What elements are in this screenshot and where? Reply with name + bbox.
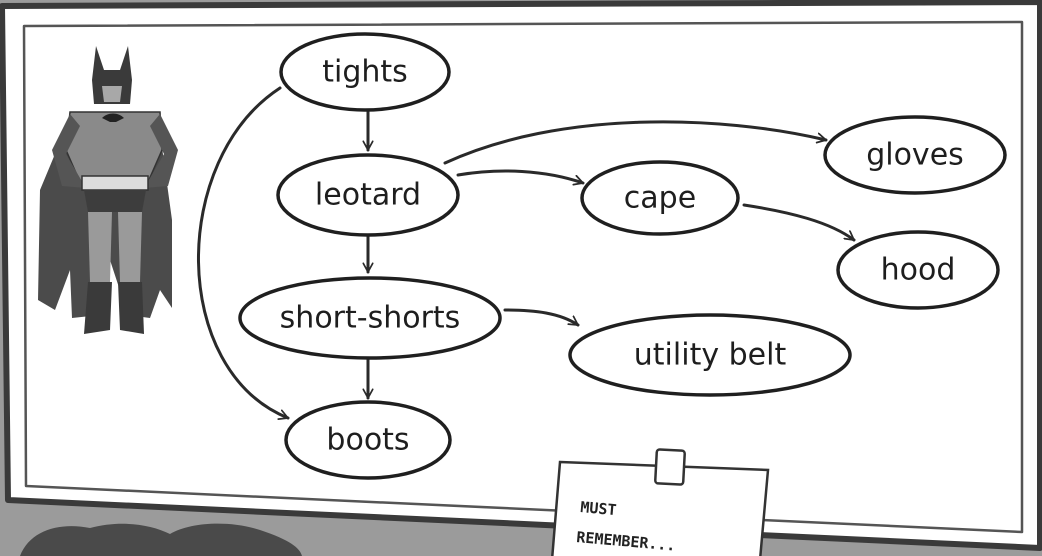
edge-leotard-to-gloves: [443, 120, 828, 165]
edge-cape-to-hood: [742, 203, 856, 242]
node-boots: boots: [284, 400, 452, 480]
node-boots-label: boots: [326, 423, 409, 458]
node-utility-belt-ellipse: [568, 313, 852, 397]
node-tights-ellipse: [279, 32, 451, 112]
node-short-shorts-ellipse: [238, 276, 502, 360]
nodes-layer: tights leotard short-shorts boots cape gloves…: [238, 32, 1007, 480]
superhero-illustration: [38, 46, 178, 334]
node-tights-label: tights: [322, 55, 408, 90]
edge-short-shorts-to-utility-belt: [503, 308, 580, 327]
node-cape-ellipse: [580, 160, 740, 236]
note-line-1: MUST: [580, 498, 618, 519]
node-gloves-label: gloves: [866, 138, 964, 173]
node-gloves-ellipse: [823, 115, 1007, 195]
node-leotard-label: leotard: [315, 178, 421, 213]
node-cape-label: cape: [624, 181, 696, 216]
node-short-shorts: short-shorts: [238, 276, 502, 360]
node-hood: hood: [836, 230, 1000, 310]
node-hood-ellipse: [836, 230, 1000, 310]
edge-tights-to-boots: [197, 86, 290, 418]
node-leotard-ellipse: [276, 153, 460, 237]
node-utility-belt: utility belt: [568, 313, 852, 397]
node-tights: tights: [279, 32, 451, 112]
foreground-shapes: [20, 523, 302, 556]
node-utility-belt-label: utility belt: [634, 338, 787, 373]
node-cape: cape: [580, 160, 740, 236]
node-leotard: leotard: [276, 153, 460, 237]
node-short-shorts-label: short-shorts: [280, 301, 461, 336]
sticky-note: MUST REMEMBER...: [551, 448, 770, 556]
edges-layer: [197, 86, 856, 418]
edge-leotard-to-cape: [456, 169, 585, 183]
node-hood-label: hood: [881, 253, 956, 288]
node-boots-ellipse: [284, 400, 452, 480]
node-gloves: gloves: [823, 115, 1007, 195]
